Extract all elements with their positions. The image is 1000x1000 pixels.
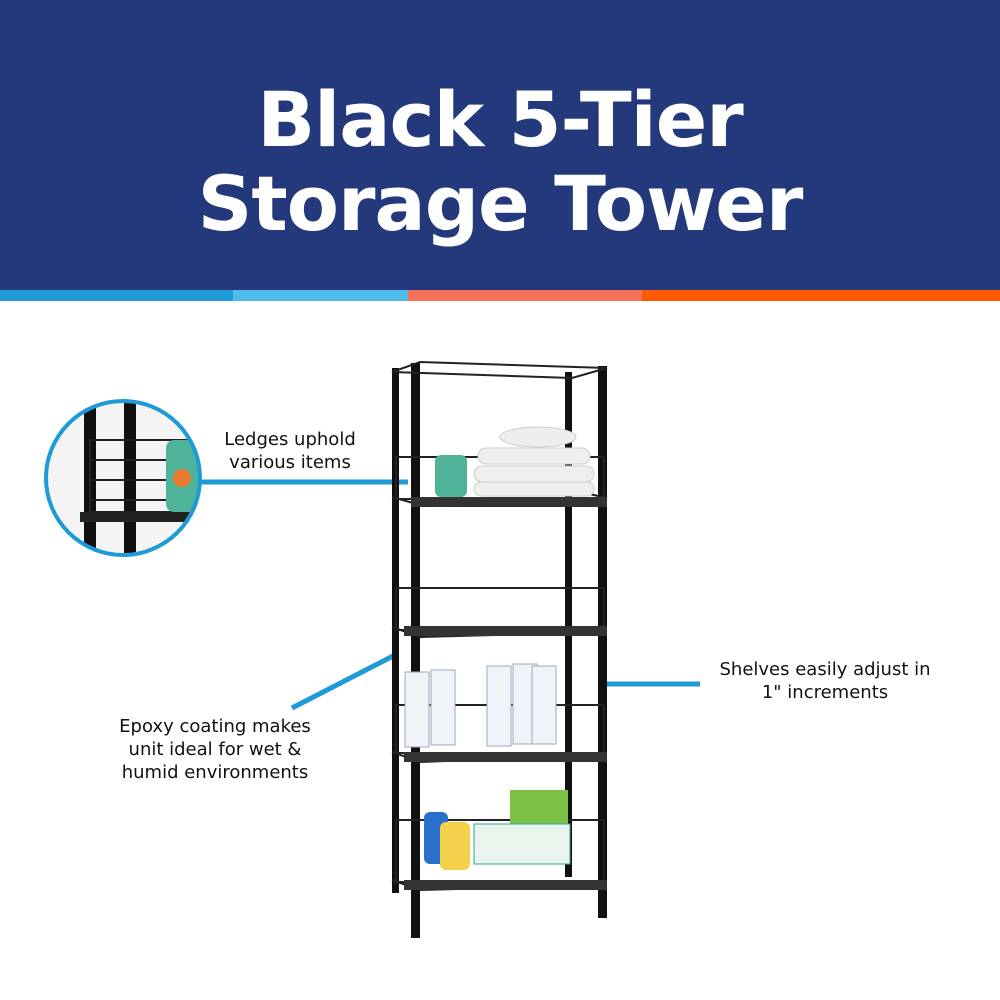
callout-text: Epoxy coating makes — [119, 716, 311, 737]
stripe-segment — [233, 290, 408, 301]
callout-ledges: Ledges uphold various items — [200, 428, 380, 474]
callout-text: unit ideal for wet & — [128, 739, 302, 760]
cleaning-supplies — [424, 790, 571, 870]
callout-lines — [200, 479, 700, 711]
storage-tower — [391, 360, 608, 938]
detail-zoom-circle — [44, 399, 202, 557]
page-title: Black 5-Tier Storage Tower — [0, 78, 1000, 246]
title-line-2: Storage Tower — [197, 159, 804, 248]
callout-text: humid environments — [121, 762, 309, 783]
stripe-segment — [642, 290, 1000, 301]
callout-text: various items — [229, 452, 351, 473]
stripe-segment — [0, 290, 233, 301]
soap-bottle — [435, 455, 467, 497]
callout-text: Ledges uphold — [224, 429, 356, 450]
towels — [473, 426, 595, 497]
callout-text: Shelves easily adjust in — [719, 659, 931, 680]
title-banner — [0, 0, 1000, 290]
callout-text: 1" increments — [761, 682, 889, 703]
callout-line-epoxy — [290, 652, 397, 711]
callout-shelves: Shelves easily adjust in 1" increments — [695, 658, 955, 704]
paper-towels — [404, 663, 557, 748]
stripe-segment — [408, 290, 642, 301]
callout-epoxy: Epoxy coating makes unit ideal for wet &… — [95, 715, 335, 784]
title-line-1: Black 5-Tier — [257, 75, 744, 164]
